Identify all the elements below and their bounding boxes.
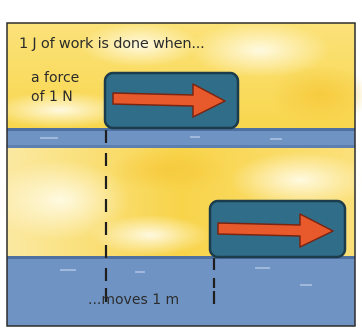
force-label-line1: a force (31, 70, 79, 87)
block-top-icon (105, 73, 238, 128)
distance-label: ...moves 1 m (88, 292, 179, 308)
heading-text: 1 J of work is done when... (19, 36, 205, 52)
block-bottom-icon (210, 201, 345, 257)
floor-lower (7, 256, 355, 326)
force-label-line2: of 1 N (31, 89, 73, 106)
